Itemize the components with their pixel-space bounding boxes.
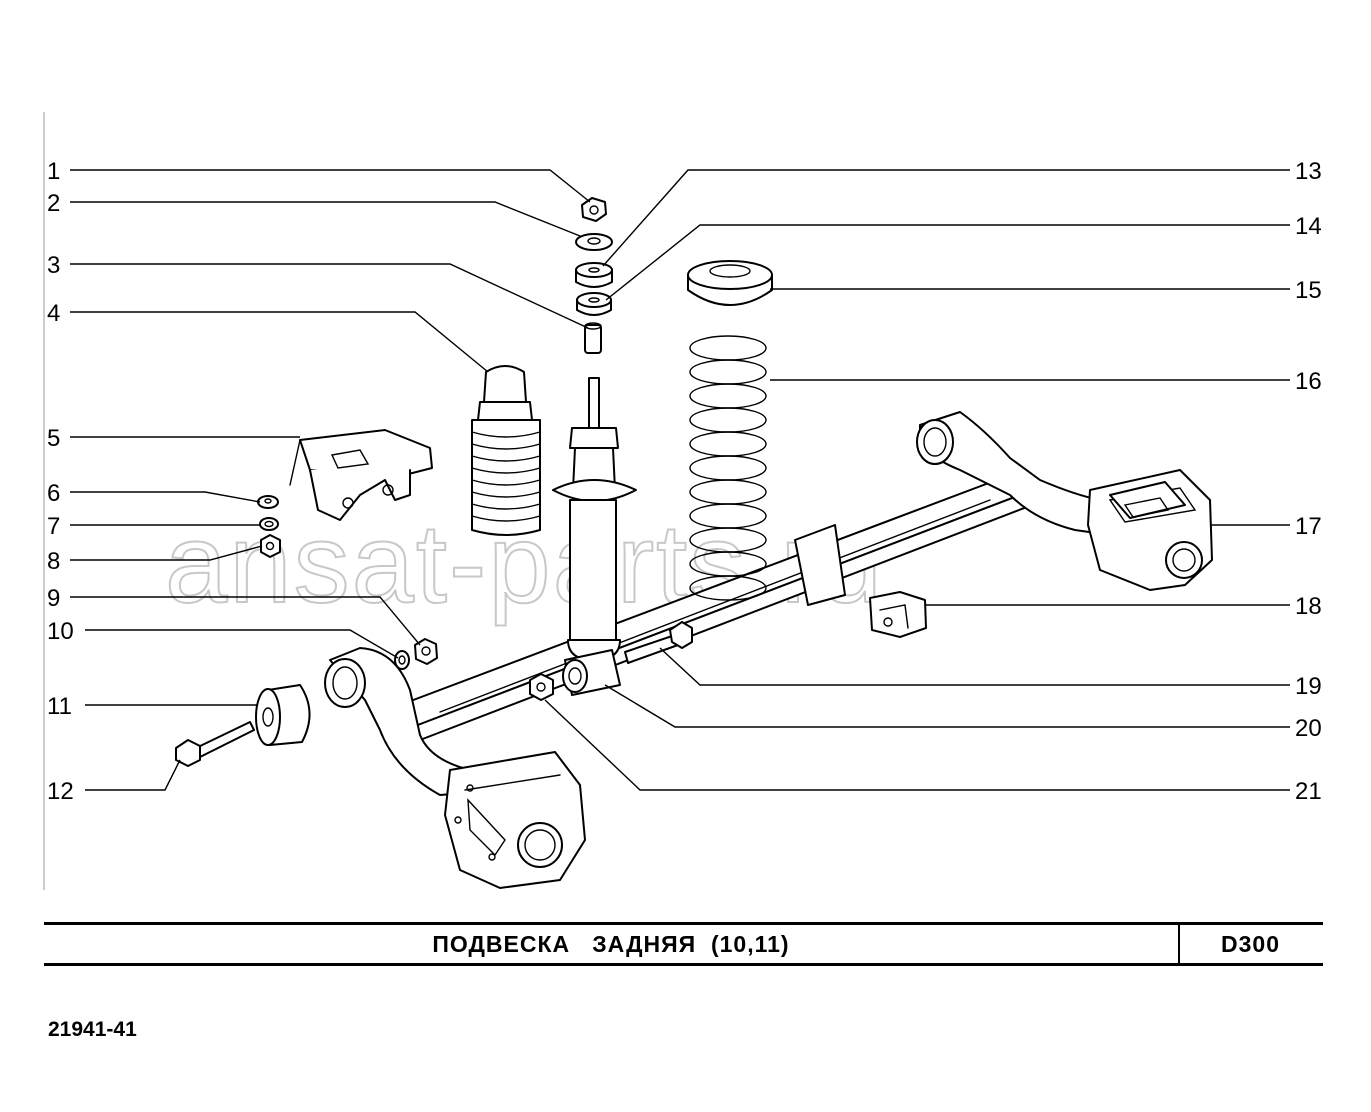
code-cell: D300 <box>1178 925 1323 963</box>
part-bolt-19 <box>624 621 693 664</box>
diagram-title: ПОДВЕСКА ЗАДНЯЯ (10,11) <box>432 930 790 957</box>
part-cushion-13 <box>575 262 613 288</box>
callout-19: 19 <box>1295 673 1322 700</box>
part-spring-washer-7 <box>259 517 279 531</box>
part-nut-9 <box>414 638 438 665</box>
callout-18: 18 <box>1295 593 1322 620</box>
part-bolt-12 <box>175 721 255 767</box>
callout-17: 17 <box>1295 513 1322 540</box>
callout-7: 7 <box>47 513 60 540</box>
diagram-code: D300 <box>1221 930 1280 957</box>
rear-axle-beam <box>324 411 1213 889</box>
callout-20: 20 <box>1295 715 1322 742</box>
part-spring-washer-10 <box>394 650 410 670</box>
part-nut-8 <box>260 534 281 558</box>
part-spring-seat-15 <box>687 260 773 306</box>
part-cushion-14 <box>576 292 612 316</box>
part-coil-spring-16 <box>689 335 767 601</box>
callout-1: 1 <box>47 158 60 185</box>
callout-21: 21 <box>1295 778 1322 805</box>
part-nut-1 <box>581 197 607 222</box>
part-shock-absorber <box>552 377 637 696</box>
callout-15: 15 <box>1295 277 1322 304</box>
title-block: ПОДВЕСКА ЗАДНЯЯ (10,11) D300 <box>44 922 1323 966</box>
callout-4: 4 <box>47 300 60 327</box>
callout-13: 13 <box>1295 158 1322 185</box>
callout-16: 16 <box>1295 368 1322 395</box>
callout-6: 6 <box>47 480 60 507</box>
callout-12: 12 <box>47 778 74 805</box>
callout-5: 5 <box>47 425 60 452</box>
part-nut-21 <box>529 673 554 701</box>
callout-3: 3 <box>47 252 60 279</box>
callout-14: 14 <box>1295 213 1322 240</box>
part-boot-4 <box>471 365 541 536</box>
part-washer-6 <box>257 495 279 509</box>
callout-8: 8 <box>47 548 60 575</box>
part-bracket-17 <box>1109 481 1186 519</box>
callout-11: 11 <box>47 693 72 720</box>
callout-10: 10 <box>47 618 74 645</box>
part-bushing-18 <box>869 591 927 638</box>
title-cell: ПОДВЕСКА ЗАДНЯЯ (10,11) <box>44 925 1180 963</box>
callout-numbers: 1 2 3 4 5 6 7 8 9 10 11 12 13 14 15 16 1… <box>47 158 1322 805</box>
part-bracket-5 <box>289 429 433 521</box>
part-silent-block-11 <box>255 684 311 746</box>
callout-2: 2 <box>47 190 60 217</box>
leader-lines <box>70 169 1290 791</box>
callout-9: 9 <box>47 585 60 612</box>
document-number: 21941-41 <box>48 1018 137 1041</box>
part-washer-2 <box>575 233 613 251</box>
